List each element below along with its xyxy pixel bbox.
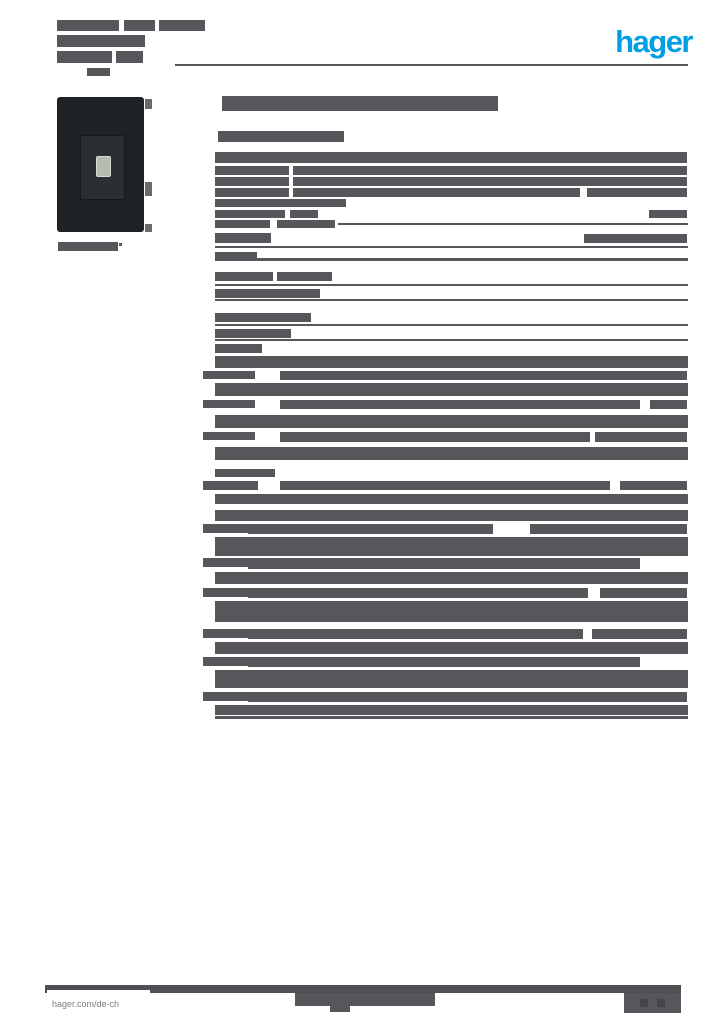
redacted-text-bar bbox=[248, 692, 618, 702]
photo-edge-tick bbox=[145, 224, 152, 232]
redacted-text-bar bbox=[248, 629, 583, 639]
redacted-text-bar bbox=[215, 537, 688, 556]
hager-logo: hager bbox=[615, 24, 693, 59]
redacted-text-bar bbox=[215, 199, 346, 207]
redacted-text-bar bbox=[203, 524, 248, 533]
redacted-text-bar bbox=[215, 210, 285, 218]
redacted-text-bar bbox=[248, 558, 640, 569]
redacted-text-bar bbox=[290, 210, 318, 218]
footer-url-box: hager.com/de-ch bbox=[47, 990, 150, 1018]
redacted-text-bar bbox=[203, 400, 255, 408]
divider-rule bbox=[215, 258, 688, 261]
redacted-text-bar bbox=[650, 400, 687, 409]
redacted-text-bar bbox=[57, 20, 119, 31]
redacted-text-bar bbox=[215, 188, 289, 197]
redacted-text-bar bbox=[248, 588, 588, 598]
redacted-text-bar bbox=[215, 289, 320, 298]
redacted-text-bar bbox=[215, 329, 291, 338]
redacted-text-bar bbox=[159, 20, 205, 31]
redacted-text-bar bbox=[600, 692, 687, 702]
redacted-text-bar bbox=[57, 35, 145, 47]
divider-rule bbox=[215, 324, 688, 326]
redacted-text-bar bbox=[595, 432, 687, 442]
redacted-text-bar bbox=[640, 999, 648, 1007]
redacted-text-bar bbox=[215, 356, 688, 368]
redacted-text-bar bbox=[330, 1006, 350, 1012]
redacted-text-bar bbox=[215, 447, 688, 460]
redacted-text-bar bbox=[222, 96, 498, 111]
redacted-text-bar bbox=[587, 188, 687, 197]
redacted-text-bar bbox=[293, 177, 687, 186]
switch-body bbox=[57, 97, 144, 232]
divider-rule bbox=[175, 64, 688, 66]
redacted-text-bar bbox=[58, 242, 118, 251]
divider-rule bbox=[215, 284, 688, 286]
divider-rule bbox=[215, 246, 688, 248]
redacted-text-bar bbox=[215, 220, 270, 228]
photo-edge-tick bbox=[145, 99, 152, 109]
redacted-text-bar bbox=[277, 272, 332, 281]
divider-rule bbox=[119, 243, 122, 246]
redacted-text-bar bbox=[592, 629, 687, 639]
redacted-text-bar bbox=[620, 481, 687, 490]
switch-button bbox=[80, 135, 125, 200]
redacted-text-bar bbox=[215, 642, 688, 654]
redacted-text-bar bbox=[87, 68, 110, 76]
redacted-text-bar bbox=[215, 705, 688, 715]
redacted-text-bar bbox=[649, 210, 687, 218]
divider-rule bbox=[215, 716, 688, 719]
redacted-text-bar bbox=[280, 371, 687, 380]
redacted-text-bar bbox=[215, 313, 311, 322]
redacted-text-bar bbox=[203, 481, 258, 490]
redacted-text-bar bbox=[280, 432, 590, 442]
redacted-text-bar bbox=[203, 432, 255, 440]
redacted-text-bar bbox=[215, 670, 688, 688]
redacted-text-bar bbox=[248, 657, 640, 667]
redacted-text-bar bbox=[203, 371, 255, 379]
redacted-text-bar bbox=[600, 588, 687, 598]
redacted-text-bar bbox=[203, 558, 248, 567]
redacted-text-bar bbox=[215, 344, 262, 353]
photo-edge-tick bbox=[145, 182, 152, 196]
divider-rule bbox=[215, 339, 688, 341]
redacted-text-bar bbox=[280, 400, 640, 409]
redacted-text-bar bbox=[215, 469, 275, 477]
redacted-text-bar bbox=[215, 415, 688, 428]
redacted-text-bar bbox=[57, 51, 112, 63]
redacted-text-bar bbox=[657, 999, 665, 1007]
product-photo bbox=[57, 96, 156, 232]
divider-rule bbox=[215, 299, 688, 301]
led-indicator-icon bbox=[96, 156, 111, 177]
redacted-text-bar bbox=[277, 220, 335, 228]
redacted-text-bar bbox=[215, 601, 688, 622]
redacted-text-bar bbox=[215, 272, 273, 281]
redacted-text-bar bbox=[218, 131, 344, 142]
redacted-text-bar bbox=[215, 233, 271, 243]
redacted-text-bar bbox=[215, 152, 687, 163]
redacted-text-bar bbox=[215, 572, 688, 584]
redacted-text-bar bbox=[295, 993, 435, 1006]
divider-rule bbox=[338, 223, 688, 225]
redacted-text-bar bbox=[203, 692, 248, 701]
redacted-text-bar bbox=[203, 588, 248, 597]
redacted-text-bar bbox=[248, 524, 493, 534]
redacted-text-bar bbox=[124, 20, 155, 31]
redacted-text-bar bbox=[530, 524, 687, 534]
redacted-text-bar bbox=[215, 166, 289, 175]
redacted-text-bar bbox=[584, 234, 687, 243]
redacted-text-bar bbox=[203, 657, 248, 666]
redacted-text-bar bbox=[280, 481, 610, 490]
redacted-text-bar bbox=[215, 383, 688, 396]
redacted-text-bar bbox=[293, 188, 580, 197]
footer-bar bbox=[45, 985, 681, 993]
redacted-text-bar bbox=[203, 629, 248, 638]
redacted-text-bar bbox=[215, 494, 688, 504]
footer-url-link[interactable]: hager.com/de-ch bbox=[52, 999, 120, 1009]
redacted-text-bar bbox=[215, 252, 257, 260]
redacted-text-bar bbox=[116, 51, 143, 63]
redacted-text-bar bbox=[215, 177, 289, 186]
redacted-text-bar bbox=[293, 166, 687, 175]
redacted-text-bar bbox=[215, 510, 688, 521]
